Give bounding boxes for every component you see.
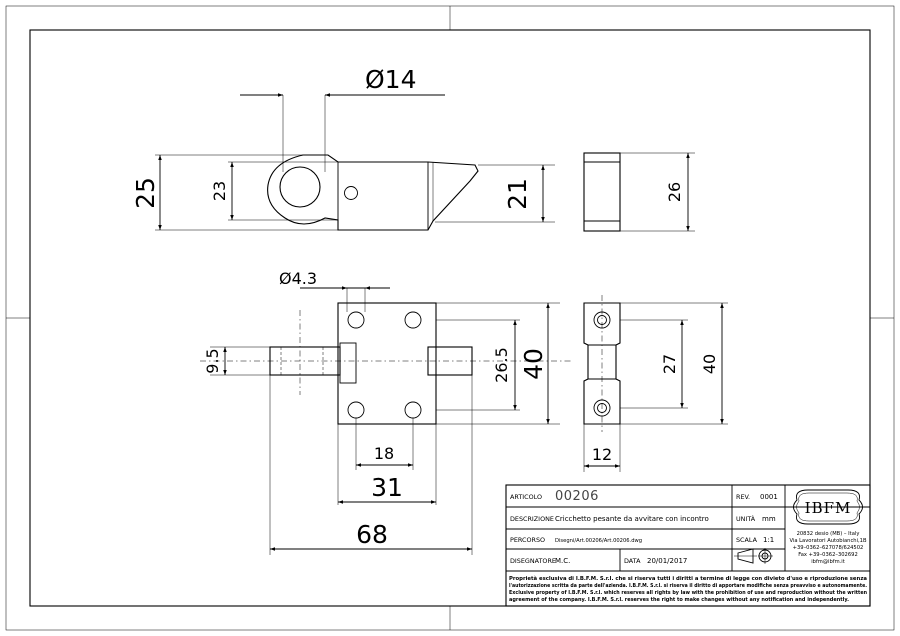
dim-height-26: 26 bbox=[665, 182, 684, 202]
sheet-frame bbox=[5, 5, 895, 631]
dim-height-23: 23 bbox=[210, 181, 229, 201]
legal-notice: Proprietà esclusiva di I.B.F.M. S.r.l. c… bbox=[509, 575, 868, 603]
side-view-bottom: 27 40 12 bbox=[583, 295, 728, 472]
dim-bolt-9-5: 9.5 bbox=[203, 348, 222, 373]
dim-height-21: 21 bbox=[503, 178, 532, 210]
percorso-label: PERCORSO bbox=[510, 536, 545, 544]
percorso-value: Disegni/Art.00206/Art.00206.dwg bbox=[555, 538, 642, 544]
svg-text:+39–0362–627078/624502: +39–0362–627078/624502 bbox=[793, 545, 864, 551]
scala-label: SCALA bbox=[736, 536, 758, 544]
front-view: Ø4.3 9.5 26.5 40 18 31 68 bbox=[200, 269, 572, 555]
rev-label: REV. bbox=[736, 493, 750, 501]
unita-label: UNITÀ bbox=[736, 514, 756, 523]
descrizione-value: Cricchetto pesante da avvitare con incon… bbox=[555, 515, 709, 523]
svg-text:Proprietà esclusiva di I.B.F.M: Proprietà esclusiva di I.B.F.M. S.r.l. c… bbox=[509, 575, 868, 582]
svg-text:IBFM: IBFM bbox=[805, 499, 852, 517]
rev-value: 0001 bbox=[760, 493, 778, 501]
unita-value: mm bbox=[762, 515, 776, 523]
dim-height-25: 25 bbox=[131, 177, 160, 209]
projection-symbol-icon bbox=[734, 548, 773, 564]
top-view: Ø14 25 23 21 bbox=[131, 65, 555, 231]
disegnatore-label: DISEGNATORE bbox=[510, 557, 556, 565]
svg-text:Via Lavoratori Autobianchi,1B: Via Lavoratori Autobianchi,1B bbox=[789, 538, 867, 544]
svg-text:Exclusive property of I.B.F.M.: Exclusive property of I.B.F.M. S.r.l. wh… bbox=[509, 590, 867, 596]
company-address: 20832 desio (MB) – Italy Via Lavoratori … bbox=[789, 531, 867, 565]
dim-hole-4-3: Ø4.3 bbox=[279, 269, 317, 288]
svg-text:l'autorizzazione scritta da pa: l'autorizzazione scritta da parte dell'a… bbox=[509, 583, 867, 589]
scala-value: 1:1 bbox=[763, 536, 774, 544]
svg-text:Fax +39–0362–302692: Fax +39–0362–302692 bbox=[798, 552, 858, 558]
title-block: ARTICOLO 00206 REV. 0001 DESCRIZIONE Cri… bbox=[505, 484, 871, 607]
data-value: 20/01/2017 bbox=[647, 557, 687, 565]
dim-plate-31: 31 bbox=[371, 473, 403, 502]
svg-text:20832 desio (MB) – Italy: 20832 desio (MB) – Italy bbox=[797, 531, 860, 537]
dim-keeper-27: 27 bbox=[660, 354, 679, 374]
dim-holes-18: 18 bbox=[374, 444, 394, 463]
dim-keeper-12: 12 bbox=[592, 445, 612, 464]
descrizione-label: DESCRIZIONE bbox=[510, 515, 554, 523]
data-label: DATA bbox=[624, 557, 641, 565]
articolo-label: ARTICOLO bbox=[510, 493, 542, 501]
svg-text:ibfm@ibfm.it: ibfm@ibfm.it bbox=[811, 559, 845, 565]
ibfm-logo: IBFM bbox=[793, 489, 863, 525]
dim-keeper-40: 40 bbox=[700, 354, 719, 374]
articolo-value: 00206 bbox=[555, 489, 599, 504]
dim-diameter-14: Ø14 bbox=[365, 65, 417, 94]
disegnatore-value: M.C. bbox=[555, 557, 570, 565]
dim-overall-68: 68 bbox=[356, 520, 388, 549]
dim-plate-40: 40 bbox=[519, 348, 548, 380]
svg-text:agreement of the company. I.B.: agreement of the company. I.B.F.M. S.r.l… bbox=[509, 597, 849, 603]
side-view-top: 26 bbox=[583, 152, 695, 232]
dim-26-5: 26.5 bbox=[492, 347, 511, 383]
